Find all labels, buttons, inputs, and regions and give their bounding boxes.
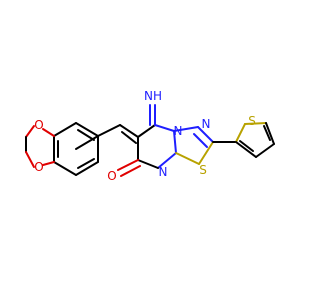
atom-label-dioxole-o-bottom: O	[34, 160, 43, 174]
atom-label-carbonyl-o: O	[107, 169, 116, 183]
atom-labels: NH N N N O O O S S	[34, 89, 256, 183]
atom-label-ring-n-bottom: N	[159, 165, 168, 179]
atom-label-ring-n-right: N	[202, 117, 211, 131]
atom-label-imine-nh: NH	[144, 89, 162, 103]
bond-lines	[25, 104, 275, 177]
atom-label-thiadiazole-s: S	[199, 163, 207, 177]
molecule-structure: NH N N N O O O S S	[25, 89, 275, 183]
atom-label-thiophene-s: S	[248, 114, 256, 128]
atom-label-ring-n-top: N	[174, 124, 183, 138]
atom-label-dioxole-o-top: O	[34, 118, 43, 132]
